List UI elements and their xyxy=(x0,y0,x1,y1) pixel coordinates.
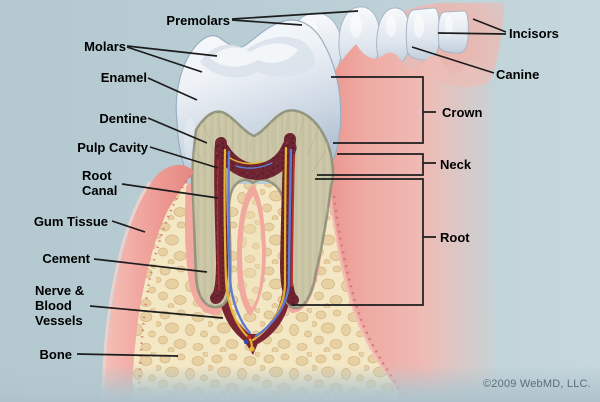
leader-lines xyxy=(76,10,507,357)
enamel-leader xyxy=(147,77,198,101)
nerve-leader xyxy=(89,305,224,319)
incisors-leader xyxy=(437,18,507,35)
label-enamel: Enamel xyxy=(100,70,147,85)
molars-leader xyxy=(126,45,218,73)
incisor-2 xyxy=(437,10,469,54)
label-incisors: Incisors xyxy=(509,26,559,41)
incisor-1 xyxy=(405,7,440,61)
root-bracket xyxy=(292,178,436,306)
main-molar xyxy=(175,19,342,352)
region-brackets xyxy=(292,76,436,306)
label-root: Root xyxy=(440,230,470,245)
bone-leader xyxy=(76,353,179,357)
label-molars: Molars xyxy=(84,39,126,54)
canine-leader xyxy=(411,46,495,74)
label-cement: Cement xyxy=(42,251,90,266)
pulp-cavity-leader xyxy=(149,146,219,169)
label-pulp-cavity: Pulp Cavity xyxy=(77,140,148,155)
label-premolars: Premolars xyxy=(166,13,230,28)
label-bone: Bone xyxy=(39,347,73,362)
root-canal-leader xyxy=(121,183,219,199)
bottom-fade xyxy=(0,365,600,402)
nerve-and-vessels xyxy=(216,146,295,352)
premolars-leader xyxy=(231,10,359,26)
label-canine: Canine xyxy=(496,67,540,82)
label-root-canal: Root Canal xyxy=(82,168,118,198)
inter-root-bone xyxy=(236,184,266,316)
label-nerve-blood-vessels: Nerve & Blood Vessels xyxy=(35,283,85,328)
label-dentine: Dentine xyxy=(99,111,147,126)
dentine-leader xyxy=(147,117,208,144)
cement-leader xyxy=(93,258,208,273)
label-gum-tissue: Gum Tissue xyxy=(33,214,108,229)
gum-tissue-leader xyxy=(111,220,146,233)
label-neck: Neck xyxy=(440,157,472,172)
label-crown: Crown xyxy=(442,105,483,120)
pulp-cavity-shape xyxy=(210,133,299,306)
copyright-text: ©2009 WebMD, LLC. xyxy=(483,378,591,390)
crown-bracket xyxy=(331,76,436,144)
neck-bracket xyxy=(317,153,436,176)
